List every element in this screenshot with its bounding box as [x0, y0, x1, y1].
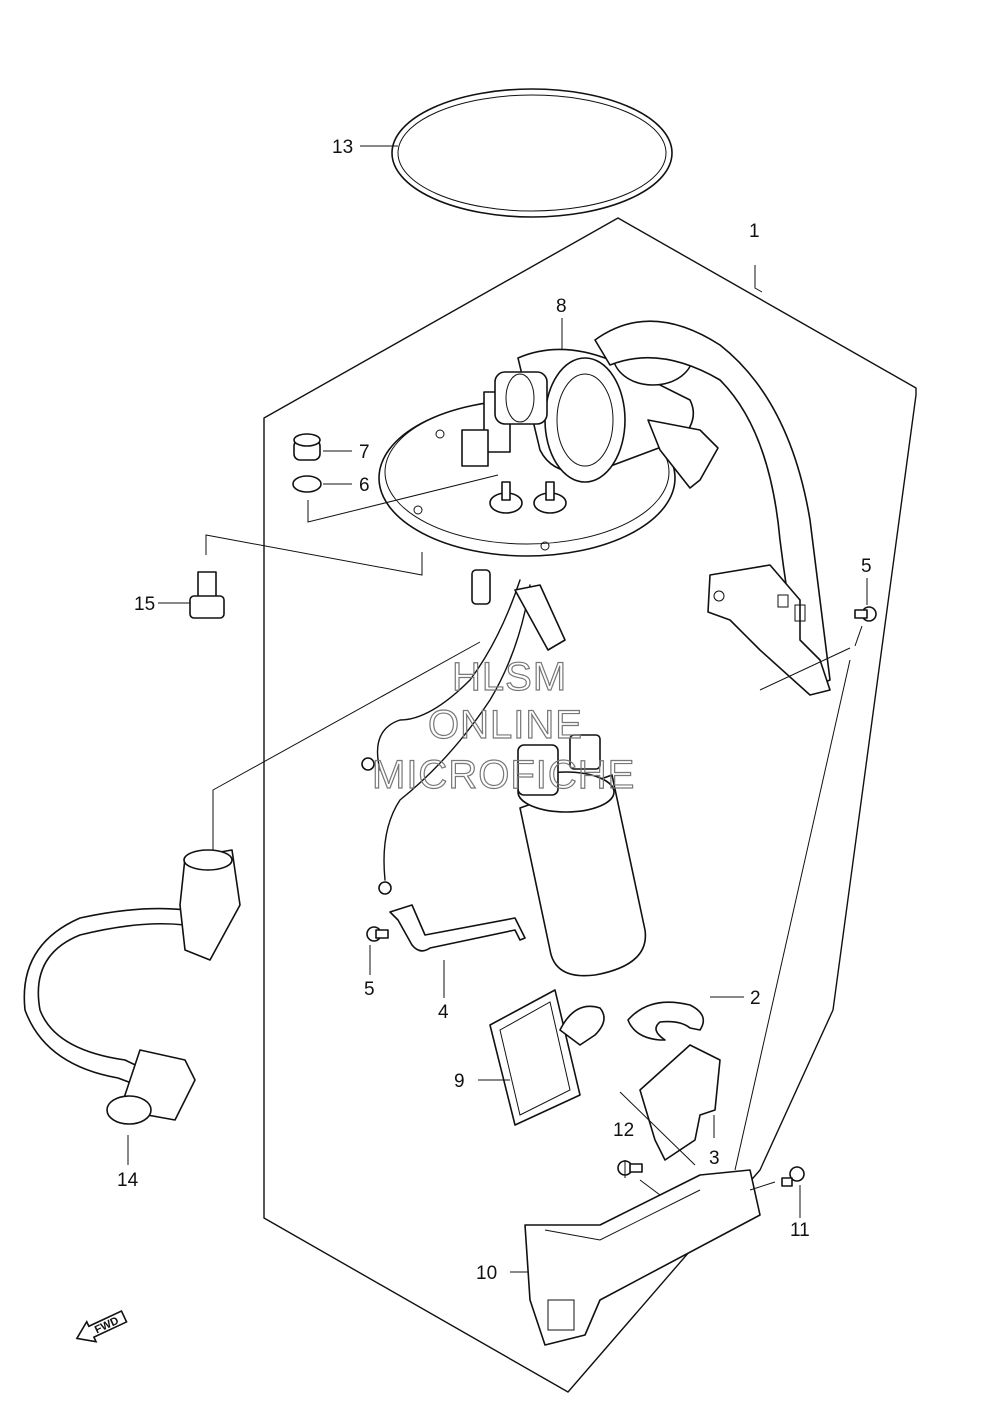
fuel-hose-part: [23, 849, 241, 1125]
callout-14: 14: [117, 1170, 139, 1191]
bolt-12-part: [617, 1160, 643, 1176]
screw-right-part: [854, 606, 877, 622]
wiring-harness-part: [361, 579, 566, 895]
bolt-11-part: [781, 1166, 805, 1187]
callout-13: 13: [332, 137, 353, 158]
holder-bracket-part: [639, 1044, 721, 1161]
callout-1: 1: [749, 221, 760, 242]
forward-arrow-icon: FWD: [75, 1309, 128, 1343]
return-hose-part: [594, 320, 831, 691]
watermark-line-3: MICROFICHE: [372, 753, 635, 797]
callout-9: 9: [454, 1071, 465, 1092]
callout-4: 4: [438, 1002, 449, 1023]
pump-clamp-band-part: [389, 904, 526, 952]
fuel-pump-part: [517, 734, 647, 977]
watermark-line-2: ONLINE: [428, 703, 583, 747]
protector-part: [524, 1169, 761, 1346]
callout-5-left: 5: [364, 979, 375, 1000]
watermark-line-1: HLSM: [452, 655, 567, 699]
callout-7: 7: [359, 442, 370, 463]
callout-2: 2: [750, 988, 761, 1009]
callout-12: 12: [613, 1120, 634, 1141]
callout-15: 15: [134, 594, 155, 615]
screw-left-part: [366, 926, 389, 942]
washer-part: [292, 475, 322, 493]
float-bracket-part: [707, 564, 831, 696]
callout-5-right: 5: [861, 556, 872, 577]
callout-10: 10: [476, 1263, 497, 1284]
callout-3: 3: [709, 1148, 720, 1169]
flange-bolt-part: [189, 571, 225, 619]
o-ring-part: [391, 88, 673, 218]
fuel-filter-part: [489, 989, 605, 1126]
assembly-boundary: [263, 217, 917, 1393]
callout-11: 11: [790, 1220, 810, 1241]
cushion-part: [627, 1001, 705, 1041]
callout-8: 8: [556, 296, 567, 317]
nut-part: [293, 433, 321, 461]
callout-6: 6: [359, 475, 370, 496]
forward-arrow-label: FWD: [93, 1315, 121, 1336]
leader-lines: [127, 145, 868, 1273]
